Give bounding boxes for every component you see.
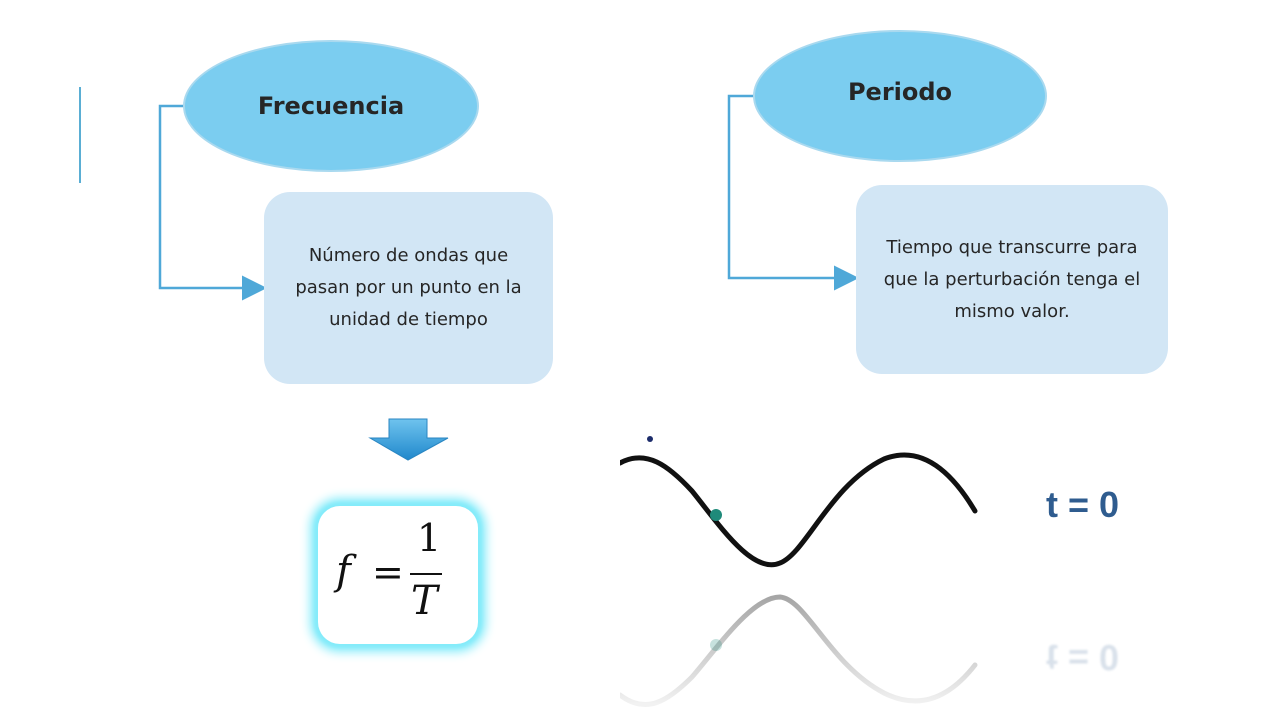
wave-illustration: [620, 436, 978, 707]
down-arrow-icon: [368, 418, 449, 461]
wave-point: [710, 509, 722, 521]
formula-denominator: T: [411, 578, 438, 624]
frecuencia-description-box: Número de ondas que pasan por un punto e…: [264, 192, 553, 384]
time-label: t = 0: [1046, 484, 1120, 525]
fraction-bar: [410, 573, 442, 575]
formula-numerator: 1: [417, 516, 442, 560]
formula-box: f = 1 T: [318, 506, 478, 644]
periodo-description: Tiempo que transcurre para que la pertur…: [883, 236, 1141, 322]
top-dot: [647, 436, 653, 442]
periodo-connector: [727, 94, 859, 291]
periodo-ellipse: Periodo: [753, 30, 1047, 162]
frecuencia-description: Número de ondas que pasan por un punto e…: [295, 245, 522, 330]
frecuencia-title: Frecuencia: [257, 92, 405, 120]
accent-line: [79, 87, 81, 183]
sine-wave: [620, 452, 978, 568]
periodo-description-box: Tiempo que transcurre para que la pertur…: [856, 185, 1168, 374]
frecuencia-ellipse: Frecuencia: [183, 40, 479, 172]
formula-equals: =: [372, 550, 404, 594]
frecuencia-connector: [158, 104, 267, 301]
sine-wave-reflection: [620, 594, 978, 707]
formula-lhs: f: [336, 548, 351, 594]
wave-point-reflection: [710, 639, 722, 651]
periodo-title: Periodo: [847, 78, 953, 106]
frequency-period-formula: f = 1 T: [318, 506, 478, 644]
time-label-reflection: t = 0: [1046, 637, 1120, 678]
